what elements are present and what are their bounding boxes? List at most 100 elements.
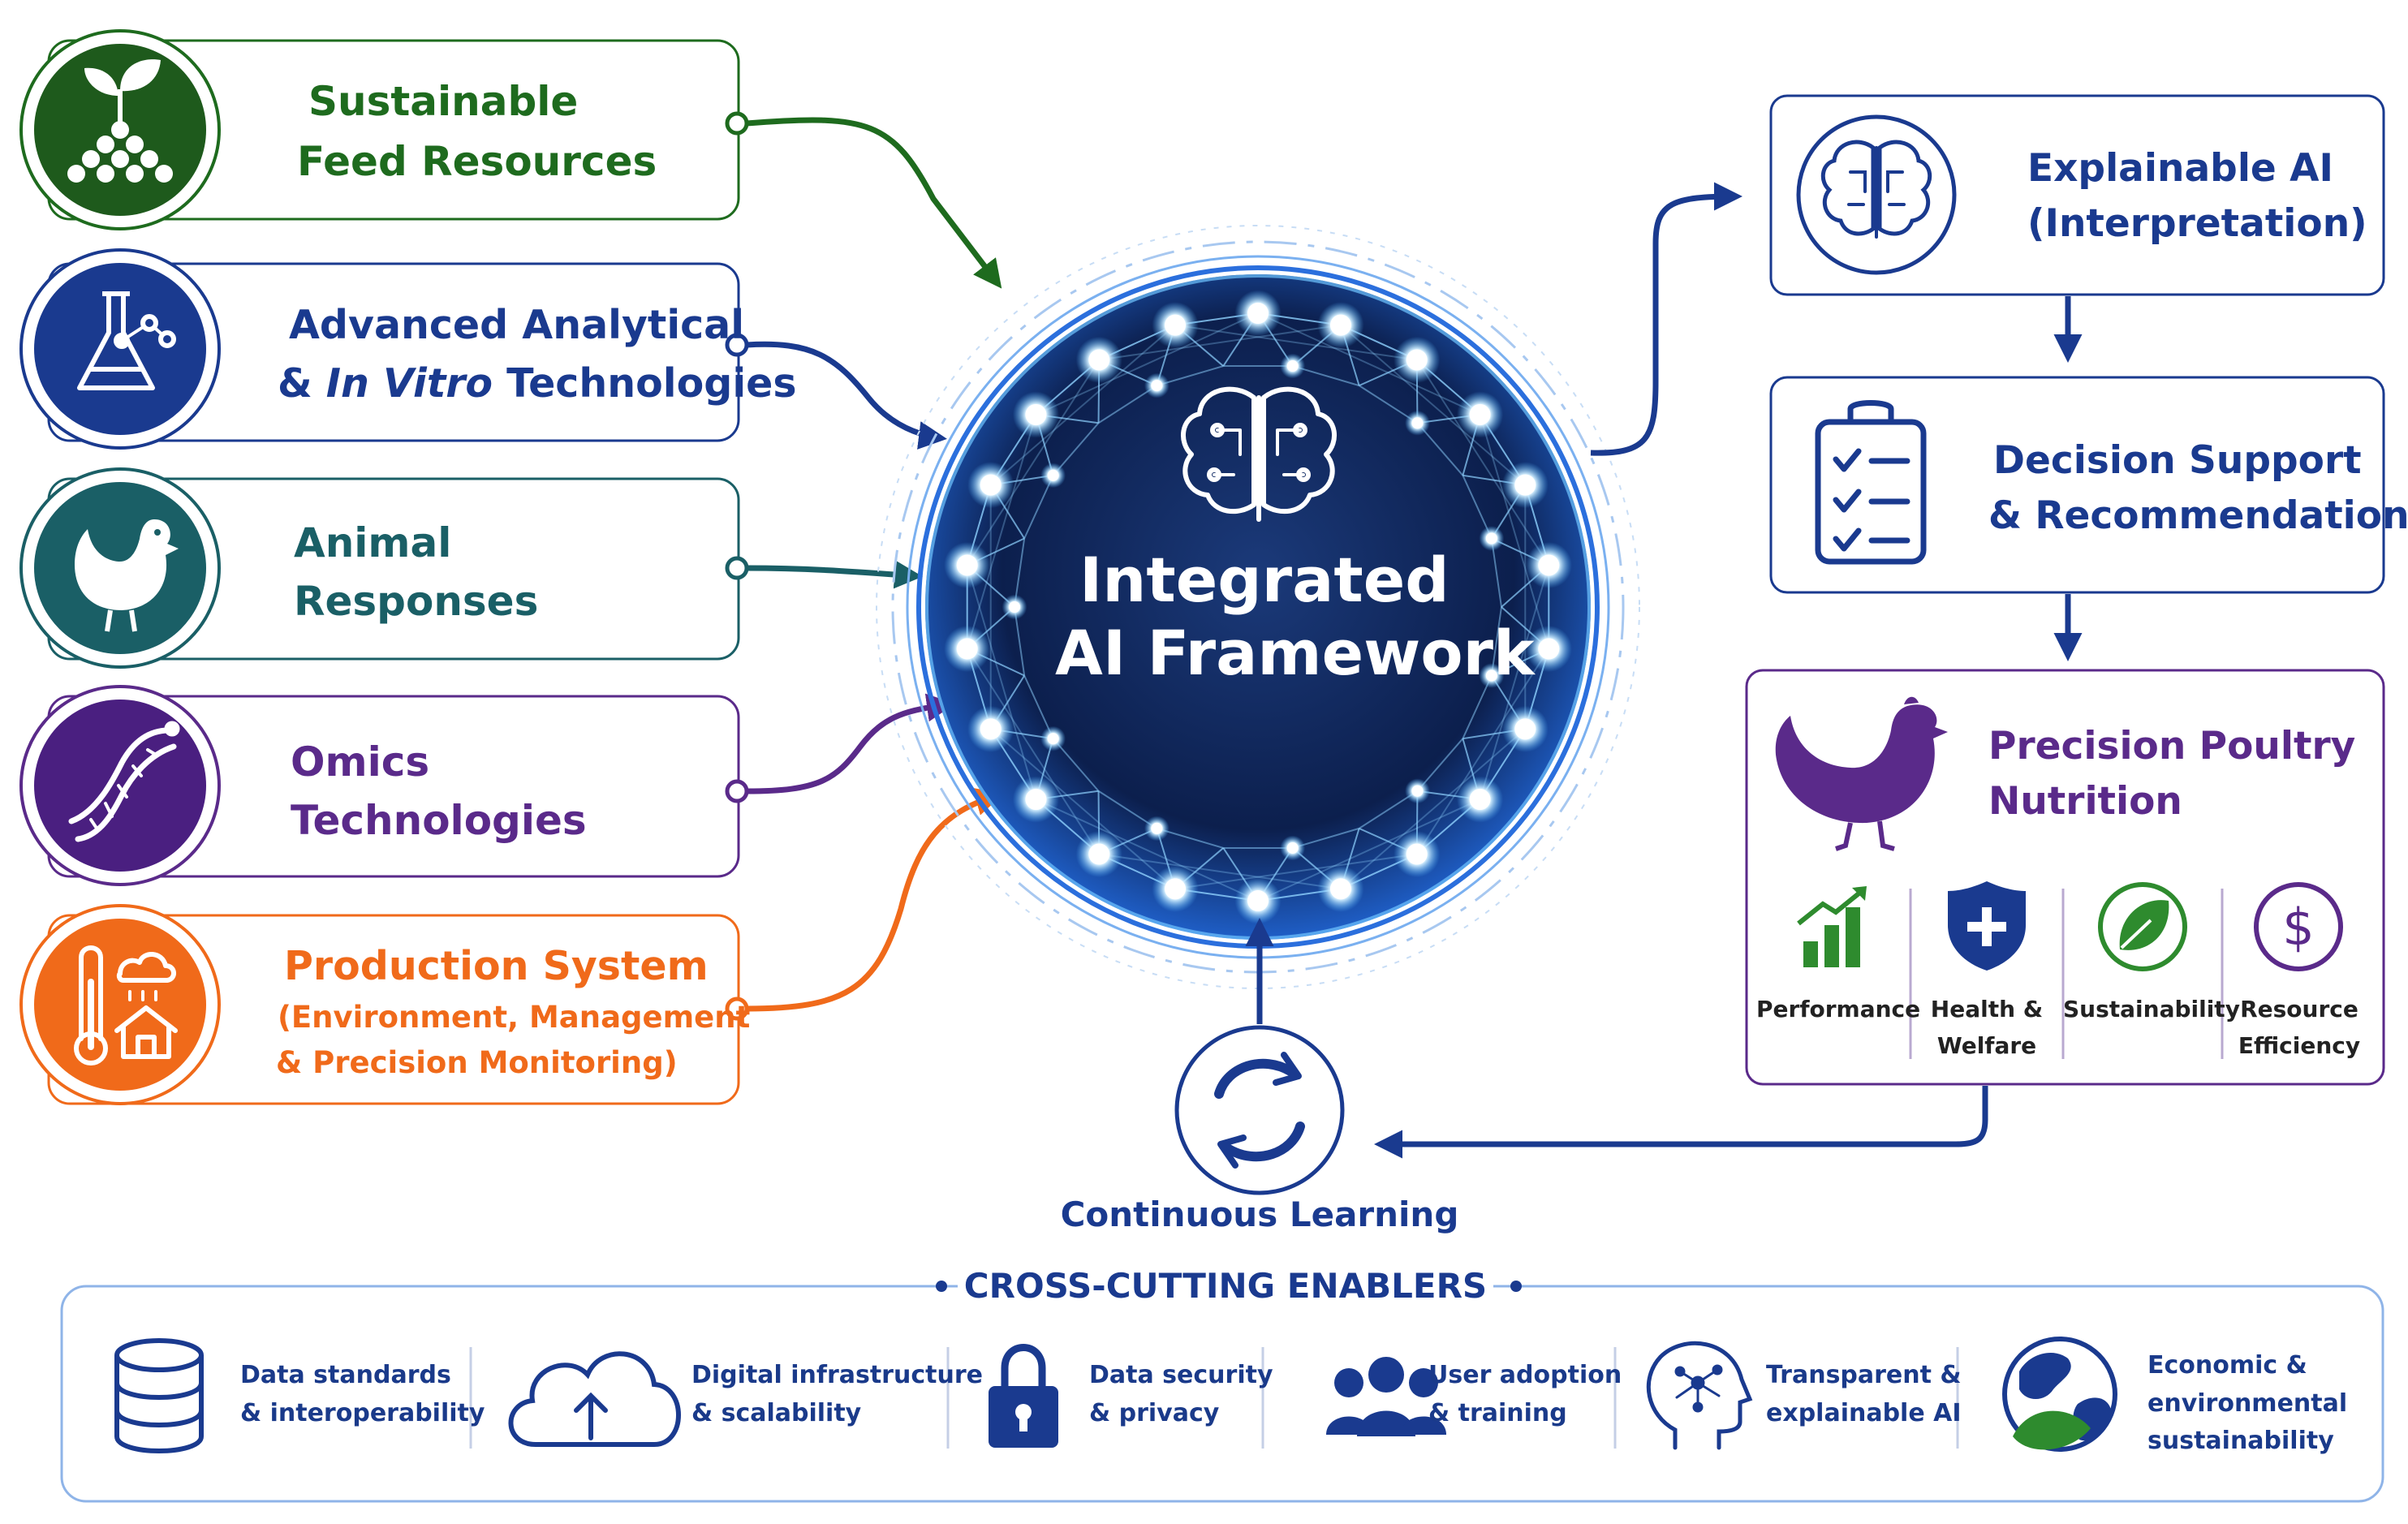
dollar-icon: $ [2254,882,2343,971]
input-omics [19,685,740,886]
animal-title-line1: Animal [294,519,452,566]
network-node [1514,474,1536,496]
network-link [1479,565,1550,800]
user-group-icon [1326,1357,1446,1436]
explainable-title-line1: Explainable AI [2027,146,2334,191]
input-connectors [725,111,1004,1021]
network-node [1411,417,1424,429]
network-node [1088,843,1110,865]
hub-title-line1: Integrated [1079,544,1450,616]
cloud-upload-icon [508,1351,681,1447]
thermometer-farm-icon [74,945,178,1066]
production-title-line1: Production System [284,943,709,989]
network-node [1247,303,1269,324]
network-link [1036,312,1259,415]
network-node [1286,842,1299,854]
explainable-title-line2: (Interpretation) [2027,201,2367,246]
network-link [966,565,1037,800]
continuous-learning-node [1174,1025,1345,1195]
lab-flask-icon [77,291,176,390]
network-node [1469,403,1491,425]
precision-title-line2: Nutrition [1988,779,2182,824]
plant-seedling-icon [67,59,173,183]
network-node [1514,718,1536,740]
omics-title-line1: Omics [291,738,430,786]
network-link [1415,359,1550,566]
medical-shield-icon [1948,881,2026,971]
leaf-icon [2098,882,2187,971]
network-node [1047,469,1059,481]
dna-helix-icon [68,721,180,842]
enabler-user-adoption: User adoption& training [1428,1361,1622,1427]
outcome-performance: Performance [1756,996,1921,1022]
output-decision-support [1769,376,2385,594]
network-node [1151,822,1163,834]
database-icon [114,1338,204,1453]
network-link [966,648,1101,855]
network-node [1165,878,1187,900]
network-link [1257,799,1480,902]
network-link [1036,799,1259,902]
network-link [1340,728,1526,890]
enablers-panel [60,1266,2384,1503]
input-animal-responses [19,467,740,669]
analytical-title-line1: Advanced Analytical [289,302,745,348]
hub-title-line2: AI Framework [1055,617,1535,689]
decision-title-line1: Decision Support [1993,438,2362,483]
input-sustainable-feed [19,29,740,230]
network-node [956,638,978,660]
network-node [1538,638,1560,660]
network-node [1025,403,1047,425]
network-node [1151,380,1163,392]
feed-title-line1: Sustainable [308,78,579,125]
enabler-data-security: Data security& privacy [1089,1361,1273,1427]
svg-text:$: $ [2282,898,2314,957]
enabler-transparent-ai: Transparent &explainable AI [1766,1361,1962,1427]
network-link [1099,324,1342,361]
analytical-title-line2: & In Vitro Technologies [278,360,797,407]
growth-chart-icon [1797,886,1867,967]
brain-circuit-icon [1820,140,1932,239]
enabler-digital-infrastructure: Digital infrastructure& scalability [691,1361,983,1427]
clipboard-checklist-icon [1815,400,1927,565]
network-node [1469,789,1491,811]
network-node [1025,789,1047,811]
brain-circuit-icon [1181,386,1337,522]
padlock-icon [989,1344,1058,1448]
neural-network-graphic [944,290,1572,924]
globe-leaf-icon [2002,1337,2117,1452]
outcome-sustainability: Sustainability [2063,996,2240,1022]
network-node [1329,878,1351,900]
network-node [956,554,978,576]
network-node [1047,733,1059,745]
precision-title-line1: Precision Poultry [1988,724,2356,768]
output-explainable-ai [1769,94,2385,296]
production-title-line3: & Precision Monitoring) [276,1045,678,1080]
decision-title-line2: & Recommendations [1988,493,2408,538]
enablers-title: CROSS-CUTTING ENABLERS [963,1266,1488,1306]
network-link [1174,853,1417,890]
network-node [1247,890,1269,911]
network-link [1415,648,1550,855]
network-link [1257,312,1480,415]
network-node [1538,554,1560,576]
input-analytical-tech [19,248,740,450]
network-node [1406,843,1428,865]
network-link [966,414,1037,649]
outcome-health-welfare: Health &Welfare [1930,996,2044,1059]
hen-icon [1775,696,1948,851]
enabler-data-standards: Data standards& interoperability [240,1361,485,1427]
production-title-line2: (Environment, Management [278,1000,751,1035]
refresh-cycle-icon [1214,1052,1305,1169]
animal-title-line2: Responses [294,578,539,625]
network-link [966,359,1101,566]
network-link [1099,853,1342,890]
output-precision-nutrition: $ [1745,669,2385,1086]
network-link [1174,324,1417,361]
network-node [1411,785,1424,797]
chicken-icon [75,519,179,632]
network-node [1406,349,1428,371]
